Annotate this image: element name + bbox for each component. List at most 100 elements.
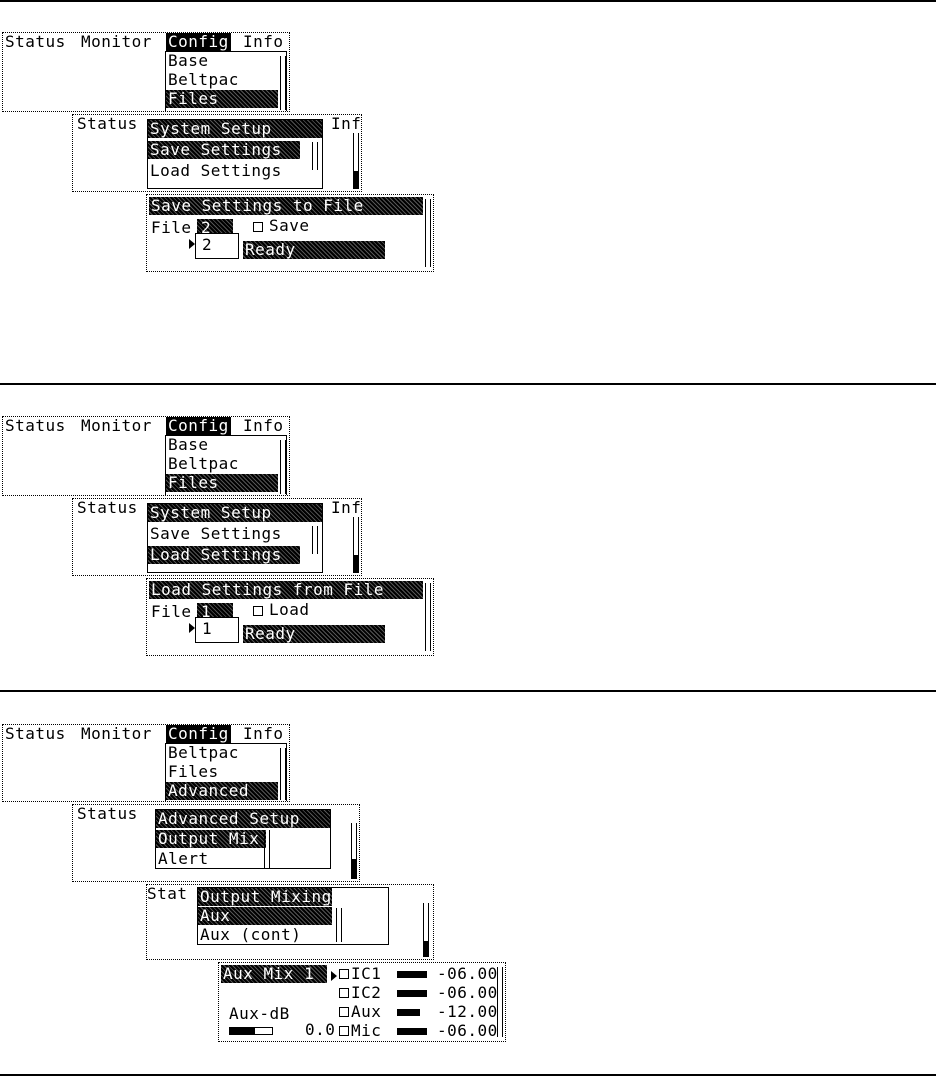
file-option[interactable]: 2 [202, 235, 213, 254]
menu-monitor[interactable]: Monitor [81, 416, 152, 435]
aux-db-value: 0.0 [305, 1020, 336, 1039]
scrollbar[interactable] [280, 56, 286, 110]
menu-item-beltpac[interactable]: Beltpac [168, 70, 239, 89]
channel-name: IC2 [351, 983, 382, 1002]
bg-info: Info [331, 114, 362, 133]
scrollbar[interactable] [497, 967, 503, 1037]
channel-row[interactable]: Aux -12.00 [339, 1003, 501, 1022]
save-label: Save [269, 216, 310, 235]
menu-item-advanced[interactable]: Advanced [166, 782, 278, 800]
file-selector[interactable]: 1 [197, 603, 233, 621]
dialog-title: Save Settings to File [149, 197, 423, 215]
scrollbar[interactable] [280, 440, 286, 494]
aux-level-fader[interactable] [229, 1027, 273, 1035]
channel-checkbox[interactable] [339, 1026, 349, 1036]
menu-item-output-mix[interactable]: Output Mix [156, 830, 266, 848]
scrollbar[interactable] [425, 199, 431, 267]
menu-config[interactable]: Config [166, 724, 231, 743]
pointer-icon [189, 239, 195, 249]
file-dropdown: 2 [195, 233, 239, 259]
bg-status: Status [77, 114, 138, 133]
menu-info[interactable]: Info [243, 724, 284, 743]
file-label: File [151, 218, 192, 237]
file-dropdown: 1 [195, 617, 239, 643]
menu-item-base[interactable]: Base [168, 435, 209, 454]
channel-level-bar[interactable] [397, 1009, 420, 1016]
lcd-system-setup: Status Info System Setup Save Settings L… [72, 498, 362, 576]
channel-level-bar[interactable] [397, 1028, 427, 1035]
lcd-main-menu: Status Monitor Config Info Base Beltpac … [2, 416, 290, 496]
system-setup-menu: System Setup Save Settings Load Settings [147, 503, 323, 573]
load-dialog: Load Settings from File File 1 1 Load Re… [146, 578, 434, 656]
menu-status[interactable]: Status [5, 724, 66, 743]
channel-value: -12.00 [437, 1002, 498, 1021]
channel-level-bar[interactable] [397, 990, 427, 997]
system-setup-menu: System Setup Save Settings Load Settings [147, 119, 323, 189]
system-setup-title: System Setup [148, 504, 322, 522]
menu-item-files[interactable]: Files [166, 90, 278, 108]
config-dropdown: Base Beltpac Files [165, 51, 287, 111]
channel-row[interactable]: IC1 -06.00 [339, 965, 501, 984]
save-dialog: Save Settings to File File 2 2 Save Read… [146, 194, 434, 272]
channel-checkbox[interactable] [339, 988, 349, 998]
file-option[interactable]: 1 [202, 619, 213, 638]
menu-monitor[interactable]: Monitor [81, 32, 152, 51]
scrollbar[interactable] [336, 908, 342, 942]
scrollbar[interactable] [312, 142, 318, 170]
config-dropdown: Beltpac Files Advanced [165, 743, 287, 801]
scrollbar[interactable] [423, 903, 429, 957]
channel-checkbox[interactable] [339, 969, 349, 979]
menu-item-files[interactable]: Files [166, 474, 278, 492]
channel-row[interactable]: Mic -06.00 [339, 1022, 501, 1041]
channel-level-bar[interactable] [397, 971, 427, 978]
load-checkbox[interactable]: Load [253, 601, 310, 619]
menu-monitor[interactable]: Monitor [81, 724, 152, 743]
menu-item-load-settings[interactable]: Load Settings [150, 161, 282, 180]
menu-item-save-settings[interactable]: Save Settings [148, 141, 300, 159]
bg-status: Stat [147, 884, 188, 903]
menu-info[interactable]: Info [243, 416, 284, 435]
lcd-output-mixing: Stat Output Mixing Aux Aux (cont) [146, 884, 434, 960]
channel-checkbox[interactable] [339, 1007, 349, 1017]
scrollbar[interactable] [312, 526, 318, 554]
save-checkbox[interactable]: Save [253, 217, 310, 235]
scrollbar[interactable] [353, 517, 359, 573]
menu-status[interactable]: Status [5, 416, 66, 435]
scrollbar[interactable] [264, 830, 270, 868]
file-selector[interactable]: 2 [197, 219, 233, 237]
lcd-advanced-setup: Status Advanced Setup Output Mix Alert [72, 804, 360, 882]
scrollbar[interactable] [280, 748, 286, 800]
dialog-title: Load Settings from File [149, 581, 423, 599]
menu-info[interactable]: Info [243, 32, 284, 51]
menu-status[interactable]: Status [5, 32, 66, 51]
channel-value: -06.00 [437, 964, 498, 983]
scrollbar[interactable] [353, 133, 359, 189]
menu-item-alert[interactable]: Alert [158, 849, 209, 868]
menu-config[interactable]: Config [166, 416, 231, 435]
advanced-setup-menu: Advanced Setup Output Mix Alert [155, 809, 331, 869]
advanced-setup-title: Advanced Setup [156, 810, 330, 828]
scrollbar[interactable] [425, 583, 431, 651]
channel-value: -06.00 [437, 983, 498, 1002]
menu-item-load-settings[interactable]: Load Settings [148, 546, 300, 564]
pointer-icon [189, 623, 195, 633]
lcd-main-menu: Status Monitor Config Info Base Beltpac … [2, 32, 290, 112]
channel-name: IC1 [351, 964, 382, 983]
menu-config[interactable]: Config [166, 32, 231, 51]
menu-item-base[interactable]: Base [168, 51, 209, 70]
separator-rule [0, 1074, 936, 1076]
menu-item-beltpac[interactable]: Beltpac [168, 743, 239, 762]
scrollbar[interactable] [351, 823, 357, 879]
menu-item-save-settings[interactable]: Save Settings [150, 524, 282, 543]
checkbox-icon [253, 605, 263, 616]
channel-row[interactable]: IC2 -06.00 [339, 984, 501, 1003]
status-ready: Ready [243, 241, 385, 259]
menu-item-aux[interactable]: Aux [198, 907, 332, 925]
config-dropdown: Base Beltpac Files [165, 435, 287, 495]
menu-item-files[interactable]: Files [168, 762, 219, 781]
status-ready: Ready [243, 625, 385, 643]
menu-item-aux-cont[interactable]: Aux (cont) [200, 925, 302, 944]
aux-mix-title: Aux Mix 1 [221, 965, 327, 983]
menu-item-beltpac[interactable]: Beltpac [168, 454, 239, 473]
separator-rule [0, 0, 936, 2]
